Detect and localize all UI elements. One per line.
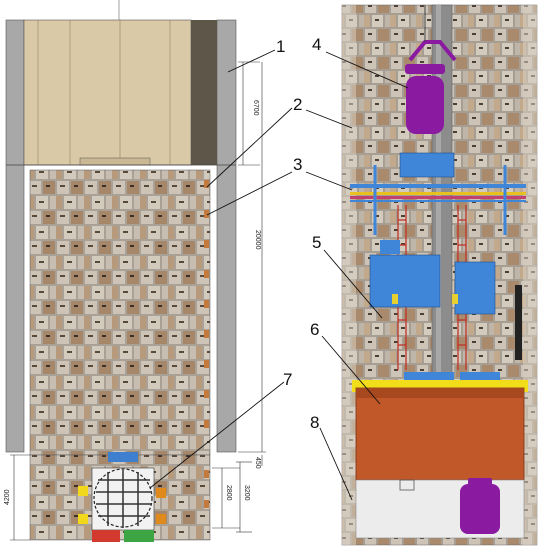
block-wall	[29, 169, 211, 456]
leader-lines-right	[305, 51, 409, 501]
dark-lining-right	[191, 20, 217, 165]
callout-8: 8	[310, 413, 319, 432]
left-section-view: 6700 20000 450 4200 2800 3200 1 2 3 7	[4, 0, 302, 542]
right-3d-view: 4 5 6 8	[305, 4, 538, 546]
callout-2: 2	[293, 95, 302, 114]
dim-20000: 20000	[254, 230, 261, 250]
liner-notch	[79, 157, 151, 166]
dim-4200: 4200	[4, 489, 11, 505]
outer-wall-left	[5, 19, 25, 453]
lower-chamber-8	[355, 478, 525, 539]
orange-drum-6	[355, 387, 525, 481]
callout-1: 1	[276, 37, 285, 56]
dim-450: 450	[254, 457, 261, 469]
callout-3: 3	[293, 155, 302, 174]
equipment-5	[369, 240, 522, 388]
callout-7: 7	[283, 370, 292, 389]
callout-6: 6	[310, 320, 319, 339]
dim-6700: 6700	[252, 100, 259, 116]
upper-platform	[350, 152, 526, 235]
purple-tank-4	[405, 5, 457, 134]
orange-brackets	[204, 180, 209, 508]
liner-panel-lines	[37, 20, 171, 165]
dim-3200: 3200	[243, 485, 250, 501]
callout-5: 5	[312, 233, 321, 252]
upper-liner	[23, 19, 192, 166]
dim-2800: 2800	[225, 485, 232, 501]
bottom-cage-7	[78, 452, 166, 542]
dimension-lines	[10, 61, 266, 541]
callout-4: 4	[312, 35, 321, 54]
leader-lines-left	[149, 49, 293, 489]
outer-wall-right	[216, 19, 237, 453]
